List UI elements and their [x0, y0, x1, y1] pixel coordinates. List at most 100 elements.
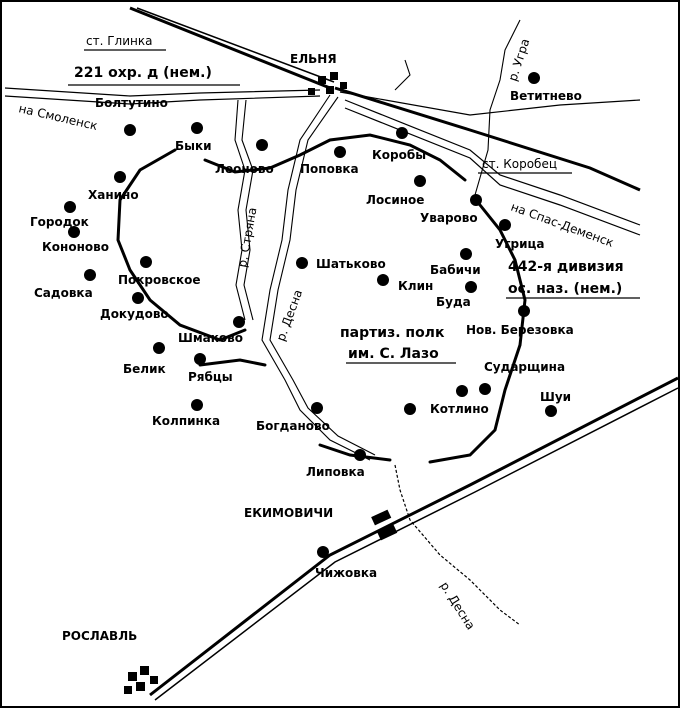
dot-pokrovskoe	[140, 256, 152, 268]
label-koroby: Коробы	[372, 148, 426, 162]
label-partisans-line2: им. С. Лазо	[348, 346, 439, 362]
label-to-smolensk: на Смоленск	[17, 101, 99, 133]
river-desna-upper	[261, 94, 371, 461]
label-gorodok: Городок	[30, 215, 89, 229]
dot-savee vo	[404, 403, 416, 415]
label-klin: Клин	[398, 279, 433, 293]
label-station-glinka: ст. Глинка	[86, 34, 152, 48]
label-shui: Шуи	[540, 390, 571, 404]
label-partisans-line1: партиз. полк	[340, 325, 445, 341]
station-yekimovichi-2	[377, 524, 398, 541]
dot-byki	[191, 122, 203, 134]
dot-koroby	[396, 127, 408, 139]
label-vetitnevo: Ветитнево	[510, 89, 582, 103]
dot-leonovo	[256, 139, 268, 151]
dot-kononovo	[68, 226, 80, 238]
label-kotlino: Котлино	[430, 402, 489, 416]
dot-uvarovo	[470, 194, 482, 206]
road-smolensk	[4, 87, 321, 97]
town-roslavl-symbol	[124, 666, 158, 694]
label-byki: Быки	[175, 139, 212, 153]
label-shmakovo: Шмаково	[178, 331, 243, 345]
label-babichi: Бабичи	[430, 263, 481, 277]
dot-shatkovo	[296, 257, 308, 269]
dot-sudarshchina	[479, 383, 491, 395]
label-boltutino: Болтутино	[95, 96, 168, 110]
label-nov-berezovka: Нов. Березовка	[466, 323, 574, 337]
dot-bogdanovo	[311, 402, 323, 414]
front-line-west	[116, 148, 247, 342]
label-ugritsa: Угрица	[495, 237, 545, 251]
dot-babichi	[460, 248, 472, 260]
dot-nov-berezovka	[518, 305, 530, 317]
front-line-north	[203, 133, 467, 182]
front-line-east	[428, 203, 527, 464]
dot-khanino	[114, 171, 126, 183]
dot-klin	[377, 274, 389, 286]
dot-vetitnevo	[528, 72, 540, 84]
river-desna-upper-2	[269, 96, 376, 456]
road-spas-demensk	[344, 99, 641, 226]
dot-kotlino	[456, 385, 468, 397]
label-kononovo: Кононово	[42, 240, 109, 254]
dot-shmakovo	[233, 316, 245, 328]
label-dokudovo: Докудово	[100, 307, 169, 321]
label-div-221: 221 охр. д (нем.)	[74, 65, 212, 81]
town-yelnya-symbol	[308, 72, 347, 95]
label-div-442-line1: 442-я дивизия	[508, 259, 624, 275]
label-uvarovo: Уварово	[420, 211, 478, 225]
dot-buda	[465, 281, 477, 293]
label-div-442-line2: ос. наз. (нем.)	[508, 281, 622, 297]
label-losinoe: Лосиное	[366, 193, 424, 207]
dot-losinoe	[414, 175, 426, 187]
dot-ugritsa	[499, 219, 511, 231]
label-yelnya: ЕЛЬНЯ	[290, 52, 337, 66]
river-stream-north	[394, 59, 411, 91]
road-yelnya-east	[339, 91, 641, 116]
railway-roslavl-east-2	[154, 387, 679, 701]
dot-kolpinka	[191, 399, 203, 411]
label-river-desna-south: р. Десна	[437, 579, 477, 632]
railway-yelnya-korobets	[334, 86, 641, 192]
label-bogdanovo: Богданово	[256, 419, 330, 433]
label-popovka: Поповка	[300, 162, 359, 176]
river-desna-lower	[394, 464, 521, 626]
dot-chizhovka	[317, 546, 329, 558]
front-line-southwest	[198, 358, 267, 367]
label-lipovka: Липовка	[306, 465, 365, 479]
label-yekimovichi: ЕКИМОВИЧИ	[244, 506, 333, 520]
railway-glinka-yelnya	[129, 6, 331, 90]
dot-ryabtsy	[194, 353, 206, 365]
dot-gorodok	[64, 201, 76, 213]
dot-popovka	[334, 146, 346, 158]
label-shatkovo: Шатьково	[316, 257, 386, 271]
river-stryana	[234, 99, 246, 321]
railway-roslavl-east	[149, 376, 679, 697]
label-khanino: Ханино	[88, 188, 139, 202]
dot-shui	[545, 405, 557, 417]
label-belik: Белик	[123, 362, 166, 376]
river-ugra	[474, 19, 521, 196]
label-chizhovka: Чижовка	[315, 566, 377, 580]
label-sadovka: Садовка	[34, 286, 93, 300]
dot-lipovka	[354, 449, 366, 461]
label-buda: Буда	[436, 295, 471, 309]
road-spas-demensk-2	[344, 107, 641, 236]
label-sudarshchina: Сударщина	[484, 360, 565, 374]
dot-boltutino	[124, 124, 136, 136]
front-line-south	[318, 443, 392, 462]
label-pokrovskoe: Покровское	[118, 273, 201, 287]
label-roslavl: РОСЛАВЛЬ	[62, 629, 137, 643]
label-kolpinka: Колпинка	[152, 414, 220, 428]
dot-dokudovo	[132, 292, 144, 304]
railway-glinka-yelnya-2	[136, 7, 335, 83]
label-ryabtsy: Рябцы	[188, 370, 233, 384]
dot-belik	[153, 342, 165, 354]
road-smolensk-2	[4, 95, 321, 105]
river-stryana-2	[241, 99, 254, 321]
label-station-korobets: ст. Коробец	[482, 157, 557, 171]
station-yekimovichi-1	[371, 509, 392, 526]
